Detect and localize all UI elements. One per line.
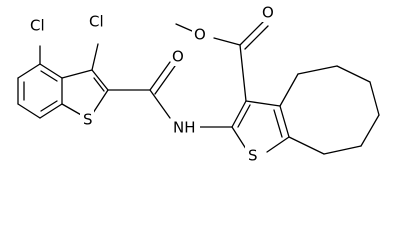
bond: [17, 63, 41, 79]
bond-layer: [17, 21, 380, 155]
bond: [213, 37, 241, 46]
bond: [91, 69, 109, 91]
bond: [239, 44, 247, 102]
chlorine-atom-label: Cl: [89, 13, 104, 31]
bond: [336, 65, 371, 83]
bond: [237, 104, 251, 128]
bond: [91, 43, 99, 71]
bond: [61, 103, 84, 117]
bond: [231, 100, 247, 128]
bond: [288, 136, 325, 155]
bond: [273, 109, 283, 138]
bond: [154, 65, 176, 95]
oxygen-atom-label: O: [262, 4, 274, 22]
bond: [239, 21, 264, 46]
bond: [360, 114, 380, 147]
bond: [245, 100, 281, 107]
bond: [149, 89, 171, 119]
bond: [175, 23, 193, 32]
bond: [39, 63, 63, 79]
bond: [92, 89, 109, 114]
bond: [39, 103, 63, 119]
bond: [93, 77, 105, 92]
bond: [297, 65, 338, 75]
atom-label-layer: Cl Cl S O NH S O O: [30, 4, 275, 165]
bond: [40, 100, 58, 112]
amide-nh-label: NH: [173, 119, 196, 137]
bond: [40, 70, 58, 82]
bond: [279, 105, 290, 138]
bond: [266, 136, 290, 153]
bond: [17, 103, 41, 119]
sulfur-atom-label: S: [248, 147, 258, 165]
oxygen-atom-label: O: [194, 26, 206, 44]
oxygen-atom-label: O: [172, 48, 184, 66]
bond: [369, 81, 380, 116]
bond: [279, 73, 299, 107]
bond: [244, 25, 269, 50]
chlorine-atom-label: Cl: [30, 17, 45, 35]
sulfur-atom-label: S: [83, 111, 93, 129]
bond: [149, 61, 171, 91]
bond: [323, 145, 362, 155]
bond: [61, 69, 93, 79]
chemical-structure: Cl Cl S O NH S O O: [17, 4, 380, 165]
